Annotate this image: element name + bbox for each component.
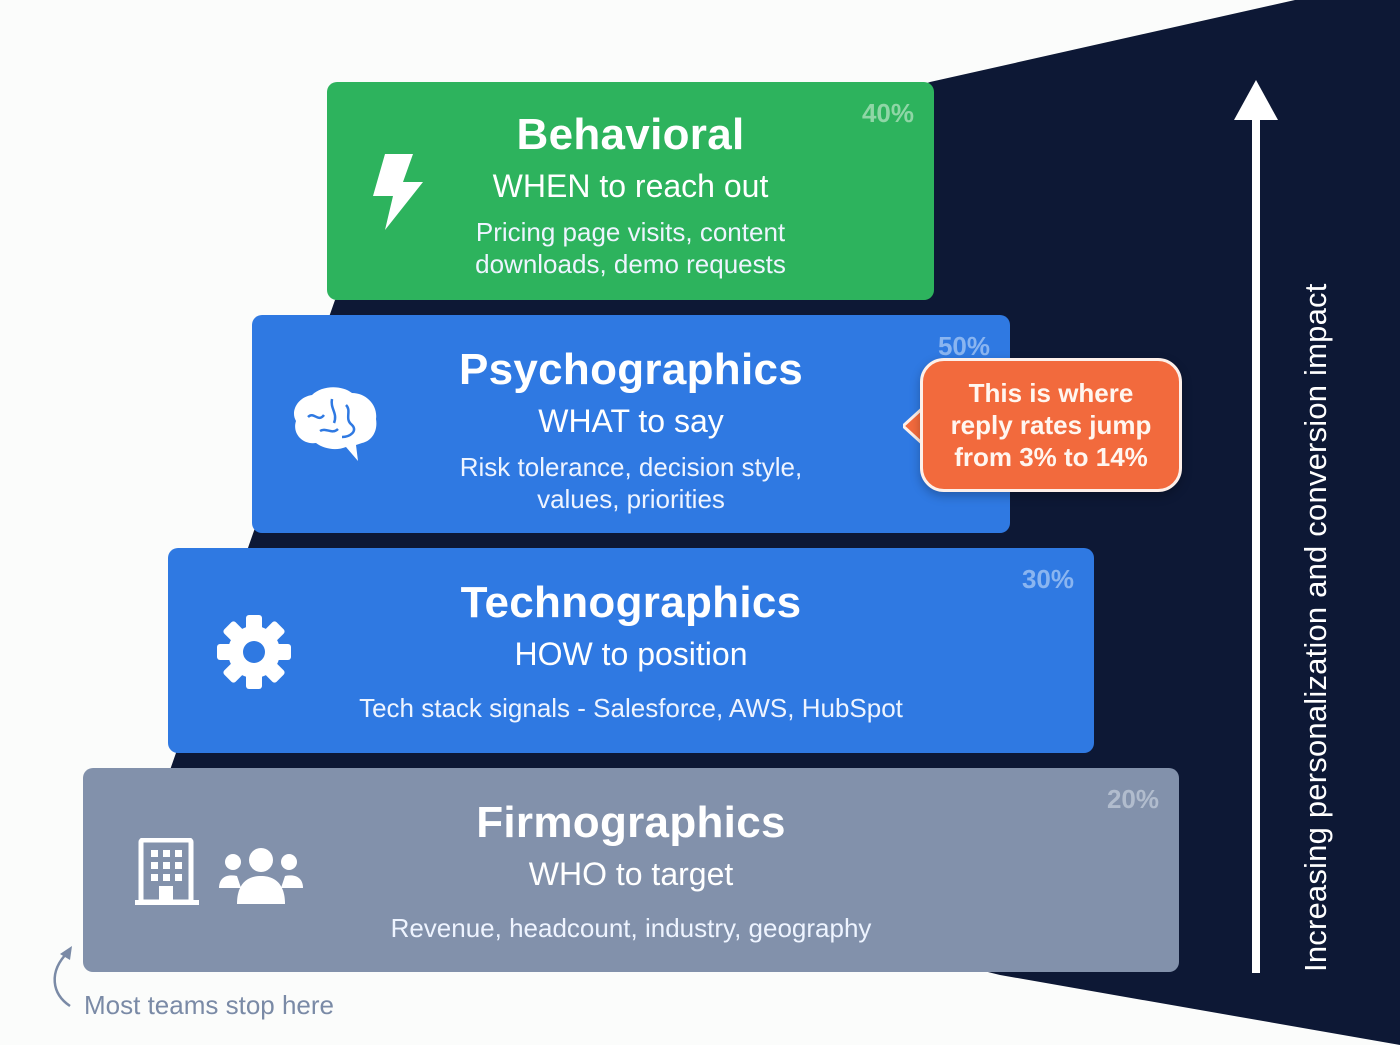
curved-arrow-icon [53, 946, 72, 1008]
tier-percent: 20% [1106, 784, 1159, 814]
tier-subtitle: HOW to position [514, 636, 748, 672]
tier-title: Firmographics [476, 798, 786, 847]
people-group-icon [219, 848, 303, 904]
tier-firmographics: Firmographics WHO to target Revenue, hea… [83, 768, 1179, 972]
tier-technographics: Technographics HOW to position Tech stac… [168, 548, 1094, 753]
tier-description-line: Pricing page visits, content [475, 217, 786, 247]
tier-title: Behavioral [516, 110, 745, 159]
tier-description-line: downloads, demo requests [475, 249, 786, 279]
tier-subtitle: WHO to target [528, 856, 734, 892]
tier-description-line: Revenue, headcount, industry, geography [390, 913, 872, 943]
up-arrow-icon [1234, 80, 1278, 973]
gear-icon [217, 615, 291, 689]
tier-percent: 30% [1021, 564, 1074, 594]
callout-bubble: This is where reply rates jump from 3% t… [920, 358, 1182, 492]
tier-description-line: values, priorities [537, 484, 725, 514]
axis-label: Increasing personalization and conversio… [1298, 283, 1333, 972]
note-text: Most teams stop here [84, 990, 334, 1020]
tier-subtitle: WHEN to reach out [492, 168, 769, 204]
tier-behavioral: Behavioral WHEN to reach out Pricing pag… [327, 82, 934, 300]
building-icon [135, 838, 199, 905]
tier-description-line: Tech stack signals - Salesforce, AWS, Hu… [359, 693, 903, 723]
callout-pointer [903, 406, 925, 446]
callout-line: from 3% to 14% [954, 442, 1148, 472]
tier-psychographics: Psychographics WHAT to say Risk toleranc… [252, 315, 1010, 533]
callout-line: This is where [968, 378, 1134, 408]
callout-line: reply rates jump [950, 410, 1152, 440]
brain-icon [293, 387, 377, 461]
tier-description-line: Risk tolerance, decision style, [459, 452, 803, 482]
tier-title: Psychographics [458, 345, 804, 394]
tier-percent: 50% [937, 331, 990, 361]
tier-percent: 40% [861, 98, 914, 128]
lightning-bolt-icon [373, 154, 423, 230]
tier-title: Technographics [460, 578, 802, 627]
tier-subtitle: WHAT to say [538, 403, 724, 439]
